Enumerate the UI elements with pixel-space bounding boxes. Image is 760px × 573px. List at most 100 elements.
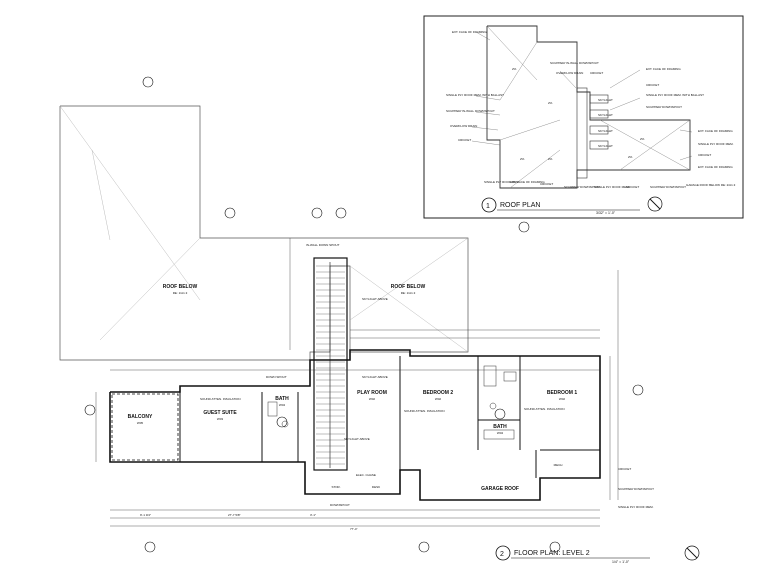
roof-plan-inset: SKYLIGHT SKYLIGHT SKYLIGHT SKYLIGHT 2% 2… xyxy=(423,15,744,219)
callout: SINGLE PLY ROOF MEM. xyxy=(698,142,734,146)
dimension: 3'-1" xyxy=(310,513,316,517)
callout: SCUPPER/ DOWNSPOUT xyxy=(646,105,682,109)
interior-partitions xyxy=(179,356,600,478)
note: SCUPPER/ DOWNSPOUT xyxy=(618,487,654,491)
roof-plan-number-bubble xyxy=(481,197,497,213)
balcony-edge xyxy=(111,393,179,461)
slope-label: 2% xyxy=(548,157,553,161)
note: DOWN SPOUT xyxy=(266,375,287,379)
callout: SINGLE PLY ROOF MEM. WITH BALLAST xyxy=(446,93,504,97)
callout: SINGLE PLY ROOF MEM. xyxy=(484,180,520,184)
floor-plan-scale: 1/4" = 1'-0" xyxy=(612,560,630,564)
floor-plan-title: FLOOR PLAN: LEVEL 2 xyxy=(514,550,590,557)
roof-below-hatch xyxy=(59,105,469,353)
roof-plan-slope-lines xyxy=(486,25,691,189)
note: SKYLIGHT ABOVE xyxy=(362,297,388,301)
callout: EXT. FACE OF FRAMING xyxy=(646,67,681,71)
roof-callouts-right: EXT. FACE OF FRAMING CRICKET SINGLE PLY … xyxy=(646,67,736,187)
note: SOUND ATTEN. INSULATION xyxy=(524,407,565,411)
room-name: BATH xyxy=(275,396,289,402)
callout: EXT. FACE OF FRAMING xyxy=(698,129,733,133)
room-name: PLAY ROOM xyxy=(357,390,387,396)
north-arrow-icon xyxy=(647,196,663,212)
slope-label: 2% xyxy=(548,101,553,105)
roof-plan-title: ROOF PLAN xyxy=(500,202,540,209)
callout: EXT. FACE OF FRAMING xyxy=(510,180,545,184)
room-ref: W04 xyxy=(279,403,286,407)
room-name: MECH xyxy=(554,463,563,467)
stair xyxy=(313,257,348,471)
callout: SCUPPER/ IN-WALL DOWNSPOUT xyxy=(550,61,599,65)
room-name: BALCONY xyxy=(128,414,153,420)
dimension: 9'-1 3/4" xyxy=(140,513,151,517)
callout: OVERFLOW DRAIN xyxy=(556,71,583,75)
slope-label: 2% xyxy=(520,157,525,161)
dimension: 27'-7 5/8" xyxy=(228,513,241,517)
room-name: BATH xyxy=(493,424,507,430)
dimension: 77'-4" xyxy=(350,527,358,531)
callout: CRICKET xyxy=(590,71,603,75)
callout: GARAGE ROOF BELOW RE: 2/A1.3 xyxy=(686,183,736,187)
skylight-label-4: SKYLIGHT xyxy=(598,144,613,148)
skylight-label-3: SKYLIGHT xyxy=(598,129,613,133)
callout: SCUPPER/ DOWNSPOUT xyxy=(650,185,686,189)
roof-plan-number: 1 xyxy=(486,203,490,210)
floor-plan-level-2: ROOF BELOW RE: 1/A1.3 ROOF BELOW RE: 1/A… xyxy=(59,76,700,564)
leader-lines xyxy=(471,31,693,161)
floor-plan-number: 2 xyxy=(500,551,504,558)
dimension-labels: 9'-1 3/4" 27'-7 5/8" 3'-1" 77'-4" xyxy=(140,513,358,531)
slope-label: 2% xyxy=(512,67,517,71)
roof-callouts-left: EXT. FACE OF FRAMING SINGLE PLY ROOF MEM… xyxy=(446,30,553,186)
room-ref: W03 xyxy=(217,417,224,421)
floor-plan-number-bubble xyxy=(495,545,511,561)
dimension-lines xyxy=(95,238,619,527)
room-name: GUEST SUITE xyxy=(203,410,237,416)
note: SKYLIGHT ABOVE xyxy=(344,437,370,441)
roof-plan-scale: 3/32" = 1'-0" xyxy=(596,211,616,215)
callout: SCUPPER/ DOWNSPOUT xyxy=(564,185,600,189)
note: DOWNSPOUT xyxy=(330,503,350,507)
room-ref: W04 xyxy=(497,431,504,435)
roof-callouts-top: SCUPPER/ IN-WALL DOWNSPOUT OVERFLOW DRAI… xyxy=(550,61,603,75)
note: SOUND ATTEN. INSULATION xyxy=(404,409,445,413)
callout: CRICKET xyxy=(698,153,711,157)
room-name: BEDROOM 1 xyxy=(547,390,578,396)
room-name: BEDROOM 2 xyxy=(423,390,454,396)
room-name: GARAGE ROOF xyxy=(481,486,519,492)
roof-plan-frame xyxy=(423,15,744,219)
north-arrow-icon xyxy=(684,545,700,561)
callout: OVERFLOW DRAIN xyxy=(450,124,477,128)
skylight-label-1: SKYLIGHT xyxy=(598,98,613,102)
note: SKYLIGHT ABOVE xyxy=(362,375,388,379)
room-ref: RE: 1/A1.3 xyxy=(401,291,416,295)
callout: CRICKET xyxy=(646,83,659,87)
room-name: ROOF BELOW xyxy=(163,284,198,290)
room-ref: W05 xyxy=(137,421,144,425)
room-ref: W02 xyxy=(559,397,566,401)
section-markers xyxy=(84,76,644,553)
room-ref: W02 xyxy=(435,397,442,401)
note: IN-WALL DOWN SPOUT xyxy=(306,243,340,247)
room-name: ROOF BELOW xyxy=(391,284,426,290)
note: SINGLE PLY ROOF MEM. xyxy=(618,505,654,509)
note: SOUND ATTEN. INSULATION xyxy=(200,397,241,401)
room-ref: RE: 1/A1.3 xyxy=(173,291,188,295)
note: CRICKET xyxy=(618,467,631,471)
room-name: DESK xyxy=(372,485,380,489)
callout: EXT. FACE OF FRAMING xyxy=(452,30,487,34)
room-ref: W02 xyxy=(369,397,376,401)
bath-fixtures xyxy=(267,365,517,440)
callout: EXT. FACE OF FRAMING xyxy=(698,165,733,169)
note: ELEC. CHASE xyxy=(356,473,376,477)
callout: SINGLE PLY ROOF MEM. xyxy=(594,185,630,189)
callout: CRICKET xyxy=(458,138,471,142)
room-name: STOR. xyxy=(331,485,340,489)
level-2-walls xyxy=(109,349,601,501)
floor-plan-notes: SKYLIGHT ABOVE SKYLIGHT ABOVE SKYLIGHT A… xyxy=(200,243,654,509)
slope-label: 2% xyxy=(628,155,633,159)
roof-callouts-bottom: SCUPPER/ DOWNSPOUT SINGLE PLY ROOF MEM. … xyxy=(564,185,686,189)
callout: SINGLE PLY ROOF MEM. WITH BALLAST xyxy=(646,93,704,97)
slope-label: 2% xyxy=(640,137,645,141)
roof-plan-skylights xyxy=(589,94,609,150)
